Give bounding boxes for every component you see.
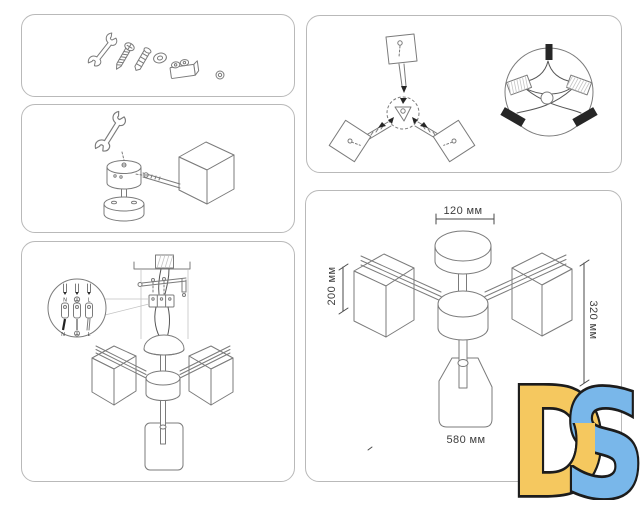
- mounting-plate-top: [385, 33, 418, 65]
- bottom-shade: [438, 357, 493, 428]
- mounting-drawing: [328, 33, 598, 163]
- ds-logo: D S D: [503, 353, 643, 505]
- panel-hardware-kit: [21, 14, 295, 97]
- cube-shade: [178, 141, 235, 205]
- wrench-icon: [87, 32, 118, 67]
- mounting-plate-left: [328, 119, 372, 163]
- threaded-arm-right: [565, 74, 593, 96]
- center-hub: [437, 290, 489, 341]
- mounting-plate-right: [432, 119, 476, 163]
- base-plate: [103, 196, 145, 222]
- cube-shade-right: [511, 252, 573, 337]
- supply-wires: [158, 268, 170, 295]
- panel-wiring-step: N L N L: [21, 241, 295, 482]
- panel-dimensions: 120 мм 200 мм 320 мм 580 мм: [305, 190, 622, 482]
- mounting-bar: [137, 277, 187, 297]
- logo-letter-s: S: [563, 383, 643, 500]
- terminal-block: [148, 294, 175, 308]
- lower-rod: [160, 393, 166, 445]
- mounting-hub: [106, 160, 142, 190]
- wire-end-top: [545, 44, 553, 60]
- terminal-block-icon: [169, 59, 200, 79]
- nut-icon: [215, 70, 225, 80]
- dimension-drawing: [338, 213, 590, 451]
- dimension-label-fixture-width: 580 мм: [446, 434, 486, 446]
- leader-lines: [104, 298, 150, 316]
- terminal-screws: [151, 277, 166, 295]
- terminal-label-l-top: L: [88, 298, 91, 304]
- arms: [95, 345, 231, 379]
- cube-shade-right: [188, 345, 234, 406]
- arm-assembly-drawing: [94, 110, 235, 222]
- panel-ceiling-mounting: [306, 15, 622, 173]
- bracket-figure: [328, 33, 476, 163]
- wire-end-bottom-right: [572, 107, 598, 127]
- ceiling-canopy: [434, 230, 492, 275]
- set-screw-icon: [134, 172, 149, 178]
- wrench-icon: [94, 110, 126, 152]
- ceiling-mount: [133, 254, 191, 270]
- dimension-label-fixture-height: 320 мм: [587, 300, 599, 340]
- rod-nut: [159, 424, 167, 430]
- center-hub: [145, 370, 181, 401]
- terminal-label-l-bottom: L: [88, 332, 91, 338]
- earth-ground-icon: [73, 296, 81, 303]
- ds-logo-graphic: D S D: [507, 353, 643, 505]
- wall-anchor-icon: [134, 47, 152, 71]
- dimension-line-120: [435, 213, 495, 225]
- rod-nut: [457, 359, 469, 367]
- tick-mark: [367, 446, 373, 451]
- cube-shade-left: [91, 345, 137, 406]
- wire-end-bottom-left: [500, 107, 526, 127]
- guide-lines: [140, 270, 189, 339]
- hardware-kit-drawing: [87, 32, 225, 80]
- dimension-line-200: [338, 263, 349, 315]
- dimension-label-canopy-width: 120 мм: [443, 205, 483, 217]
- screw-icon: [116, 42, 135, 70]
- canopy-dome: [143, 334, 185, 356]
- wiring-drawing: N L N L: [47, 254, 234, 471]
- panel-arm-assembly-step: [21, 104, 295, 233]
- threaded-arm-left: [505, 74, 533, 96]
- dimension-label-shade-height: 200 мм: [326, 266, 338, 306]
- arms: [360, 254, 567, 302]
- terminal-label-n-bottom: N: [61, 332, 65, 338]
- dimension-line-320: [579, 259, 590, 387]
- washer-icon: [153, 52, 167, 64]
- earth-ground-icon: [74, 330, 80, 337]
- logo-letter-d-overlap: D: [509, 383, 606, 500]
- guide-dashes: [121, 151, 125, 161]
- terminal-detail-magnifier: N L N L: [47, 278, 107, 338]
- canopy-top-view: [500, 44, 598, 137]
- terminal-label-n-top: N: [63, 298, 67, 304]
